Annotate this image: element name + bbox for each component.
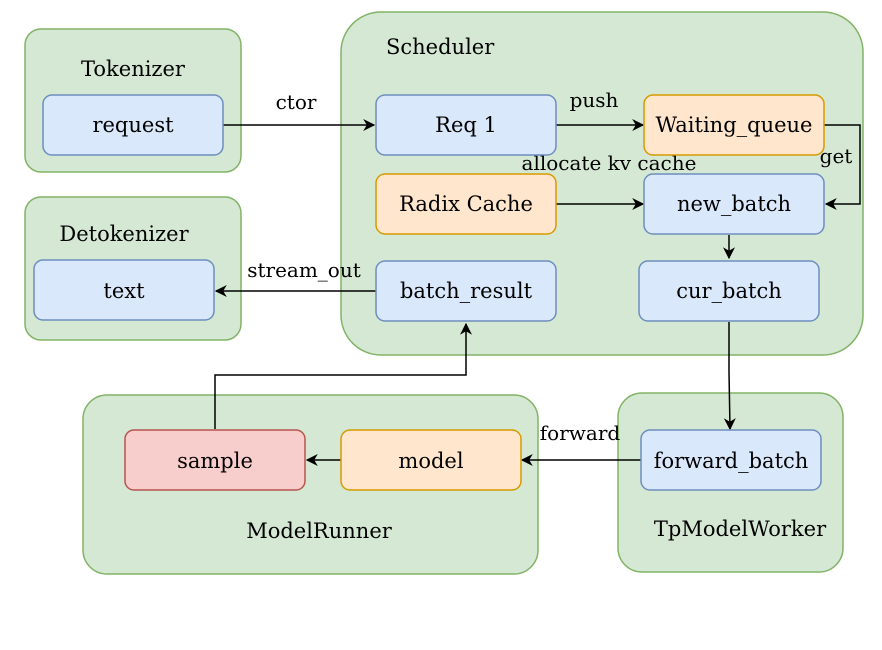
new-batch-label: new_batch [677, 192, 791, 216]
request-label: request [92, 113, 174, 137]
sample-node: sample [124, 429, 306, 491]
waiting-queue-label: Waiting_queue [656, 113, 813, 137]
edge-cur-to-forward [723, 322, 736, 431]
batch-result-label: batch_result [400, 279, 533, 303]
edge-label-forward: forward [540, 421, 621, 445]
model-label: model [398, 449, 463, 473]
cur-batch-node: cur_batch [638, 260, 820, 322]
scheduler-title: Scheduler [386, 35, 495, 59]
radix-cache-node: Radix Cache [375, 173, 557, 235]
model-node: model [340, 429, 522, 491]
edge-label-push: push [570, 88, 619, 112]
edge-label-get: get [820, 144, 853, 168]
text-node: text [33, 259, 215, 321]
batch-result-node: batch_result [375, 260, 557, 322]
forward-batch-label: forward_batch [654, 449, 809, 473]
edge-get [824, 124, 861, 210]
sample-label: sample [177, 449, 253, 473]
new-batch-node: new_batch [643, 173, 825, 235]
edge-label-stream-out: stream_out [247, 258, 361, 282]
waiting-queue-node: Waiting_queue [643, 94, 825, 156]
request-node: request [42, 94, 224, 156]
edge-label-ctor: ctor [276, 90, 317, 114]
forward-batch-node: forward_batch [640, 429, 822, 491]
req1-label: Req 1 [435, 113, 497, 137]
cur-batch-label: cur_batch [676, 279, 782, 303]
model-runner-title: ModelRunner [246, 519, 393, 543]
text-label: text [103, 279, 145, 303]
req1-node: Req 1 [375, 94, 557, 156]
radix-cache-label: Radix Cache [399, 192, 533, 216]
tokenizer-title: Tokenizer [81, 57, 186, 81]
edge-sample-to-result [214, 322, 472, 429]
detokenizer-title: Detokenizer [59, 222, 189, 246]
tp-model-worker-title: TpModelWorker [654, 517, 827, 541]
